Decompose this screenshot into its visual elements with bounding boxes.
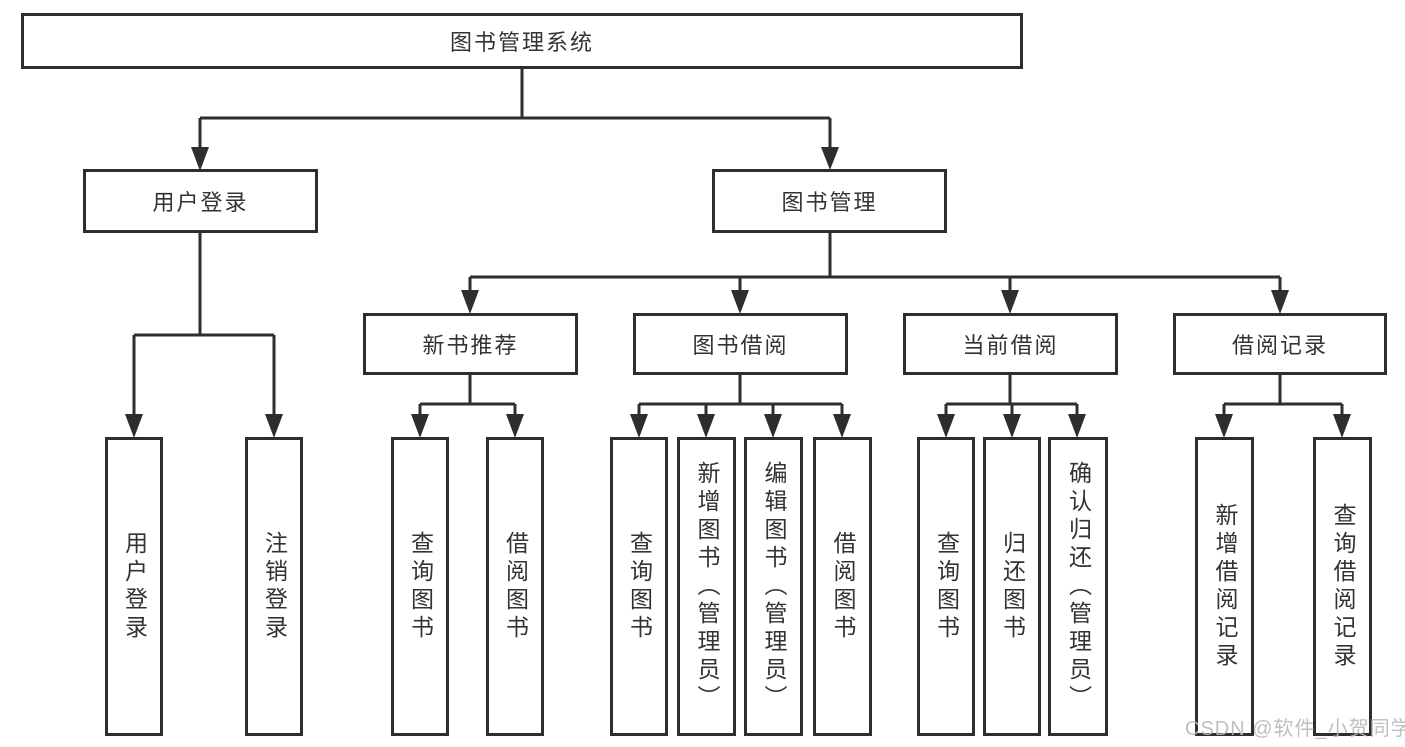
- leaf-add-book-admin: 新增图书（管理员）: [677, 437, 736, 736]
- leaf-add-borrow-record: 新增借阅记录: [1195, 437, 1254, 736]
- node-book-management: 图书管理: [712, 169, 947, 233]
- leaf-user-login: 用户登录: [105, 437, 163, 736]
- arrowheads: [125, 147, 1351, 438]
- leaf-confirm-return-admin: 确认归还（管理员）: [1048, 437, 1108, 736]
- leaf-query-borrow-record: 查询借阅记录: [1313, 437, 1372, 736]
- node-book-borrow: 图书借阅: [633, 313, 848, 375]
- leaf-query-books-borrow: 查询图书: [610, 437, 668, 736]
- csdn-watermark: CSDN @软件_小贺同学: [1185, 718, 1405, 740]
- node-library-system: 图书管理系统: [21, 13, 1023, 69]
- leaf-query-books-current: 查询图书: [917, 437, 975, 736]
- node-new-book-recommend: 新书推荐: [363, 313, 578, 375]
- leaf-return-book: 归还图书: [983, 437, 1041, 736]
- node-borrow-records: 借阅记录: [1173, 313, 1387, 375]
- leaf-query-books-recommend: 查询图书: [391, 437, 449, 736]
- leaf-logout: 注销登录: [245, 437, 303, 736]
- node-current-borrow: 当前借阅: [903, 313, 1118, 375]
- leaf-borrow-books-recommend: 借阅图书: [486, 437, 544, 736]
- leaf-edit-book-admin: 编辑图书（管理员）: [744, 437, 803, 736]
- leaf-borrow-books-borrow: 借阅图书: [813, 437, 872, 736]
- node-user-login: 用户登录: [83, 169, 318, 233]
